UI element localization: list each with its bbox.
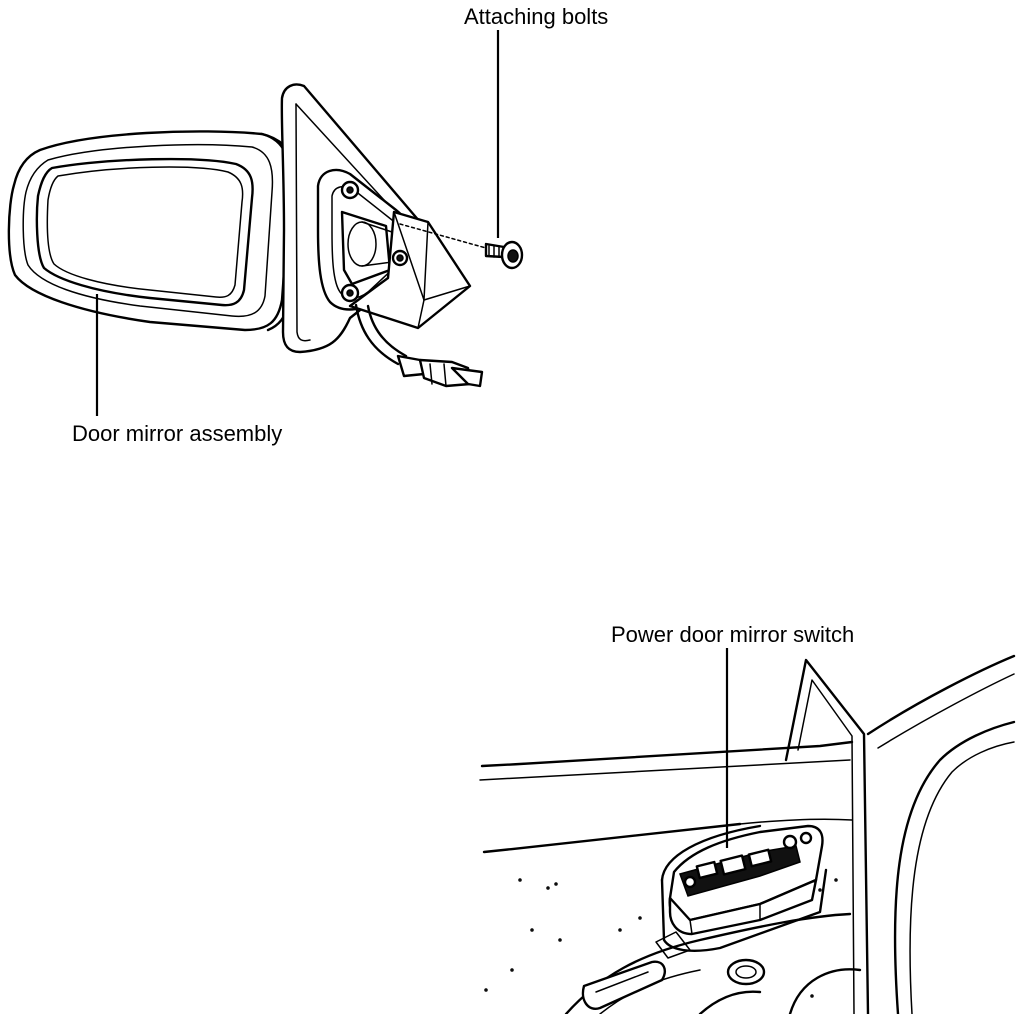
- power-door-mirror-switch-label: Power door mirror switch: [611, 622, 855, 647]
- door-mirror-assembly: [7, 83, 484, 388]
- door-mirror-assembly-label: Door mirror assembly: [72, 421, 283, 446]
- attaching-bolt: [399, 223, 524, 270]
- door-trim-panel: [479, 654, 1016, 1014]
- power-door-mirror-switch: [655, 824, 828, 959]
- attaching-bolts-label: Attaching bolts: [464, 4, 609, 29]
